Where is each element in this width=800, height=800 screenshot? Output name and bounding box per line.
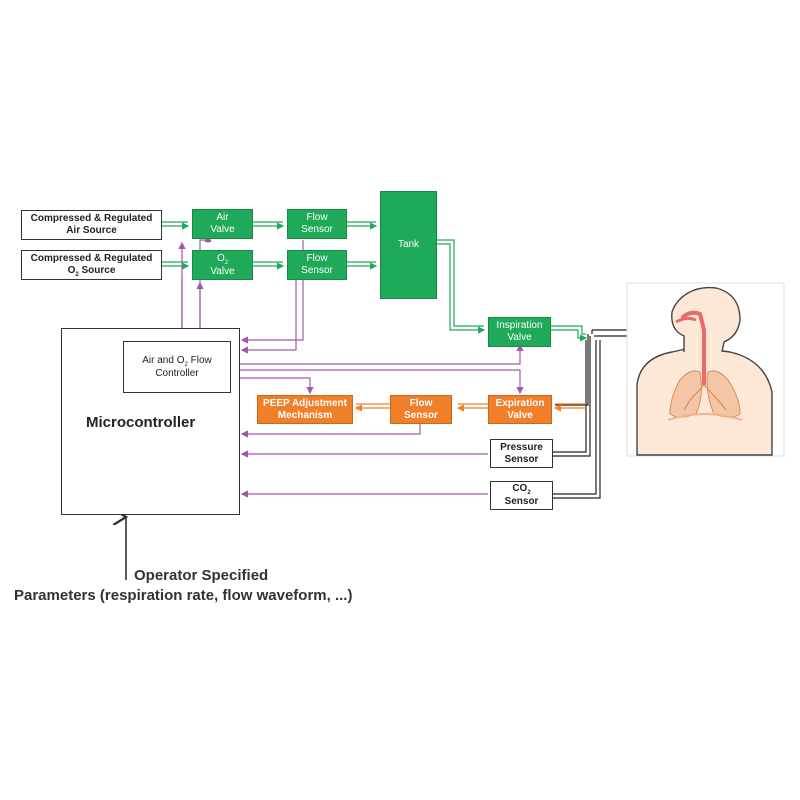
air-o2-flow-controller: Air and O2 Flow Controller bbox=[123, 341, 231, 393]
expiration-valve-line2: Valve bbox=[507, 409, 533, 421]
peep-line2: Mechanism bbox=[277, 409, 333, 421]
o2-valve-line2: Valve bbox=[210, 265, 235, 277]
microcontroller-label: Microcontroller bbox=[86, 414, 196, 431]
peep-line1: PEEP Adjustment bbox=[263, 397, 347, 409]
air-valve: Air Valve bbox=[192, 209, 253, 239]
o2-source-line1: Compressed & Regulated bbox=[30, 252, 153, 264]
pressure-sensor-line2: Sensor bbox=[504, 453, 539, 465]
pressure-sensor-line1: Pressure bbox=[500, 441, 543, 453]
operator-line2: Parameters (respiration rate, flow wavef… bbox=[14, 587, 353, 604]
co2-sensor: CO2 Sensor bbox=[490, 481, 553, 510]
inspiration-valve: Inspiration Valve bbox=[488, 317, 551, 347]
gas-line-tank-to-inspiration bbox=[437, 239, 484, 327]
o2-flow-sensor: Flow Sensor bbox=[287, 250, 347, 280]
flow-controller-line1: Air and O2 Flow bbox=[142, 354, 212, 368]
expiration-flow-sensor: Flow Sensor bbox=[390, 395, 452, 424]
compressed-air-source: Compressed & Regulated Air Source bbox=[21, 210, 162, 240]
pressure-sensor: Pressure Sensor bbox=[490, 439, 553, 468]
inspiration-valve-line2: Valve bbox=[507, 332, 532, 343]
exhale-lines bbox=[354, 403, 586, 412]
o2-flow-sensor-line2: Sensor bbox=[301, 265, 333, 276]
gas-lines bbox=[162, 221, 588, 342]
gas-line-inspiration-to-patient bbox=[551, 325, 586, 335]
patient-illustration bbox=[626, 282, 785, 457]
exp-flow-sensor-line2: Sensor bbox=[404, 409, 438, 421]
air-flow-sensor-line2: Sensor bbox=[301, 224, 333, 235]
o2-source-line2: O2 Source bbox=[67, 264, 116, 278]
air-source-line2: Air Source bbox=[66, 225, 117, 236]
o2-flow-sensor-line1: Flow bbox=[306, 253, 328, 264]
air-flow-sensor: Flow Sensor bbox=[287, 209, 347, 239]
o2-valve-line1: O2 bbox=[216, 252, 229, 266]
tank: Tank bbox=[380, 191, 437, 299]
tank-label: Tank bbox=[397, 239, 420, 250]
exp-flow-sensor-line1: Flow bbox=[409, 397, 433, 409]
air-valve-line2: Valve bbox=[210, 224, 235, 235]
co2-sensor-line2: Sensor bbox=[504, 496, 539, 507]
operator-parameters: Operator Specified Parameters (respirati… bbox=[14, 566, 414, 606]
air-flow-sensor-line1: Flow bbox=[306, 212, 328, 223]
peep-adjustment-mechanism: PEEP Adjustment Mechanism bbox=[257, 395, 353, 424]
expiration-valve: Expiration Valve bbox=[488, 395, 552, 424]
flow-controller-line2: Controller bbox=[155, 367, 199, 379]
air-source-line1: Compressed & Regulated bbox=[30, 213, 153, 224]
co2-sensor-line1: CO2 bbox=[512, 483, 531, 496]
inspiration-valve-line1: Inspiration bbox=[496, 320, 543, 331]
expiration-valve-line1: Expiration bbox=[495, 397, 545, 409]
o2-valve: O2 Valve bbox=[192, 250, 253, 280]
compressed-o2-source: Compressed & Regulated O2 Source bbox=[21, 250, 162, 280]
operator-line1: Operator Specified bbox=[134, 567, 269, 584]
signal-lines bbox=[178, 234, 524, 498]
air-valve-line1: Air bbox=[216, 212, 229, 223]
